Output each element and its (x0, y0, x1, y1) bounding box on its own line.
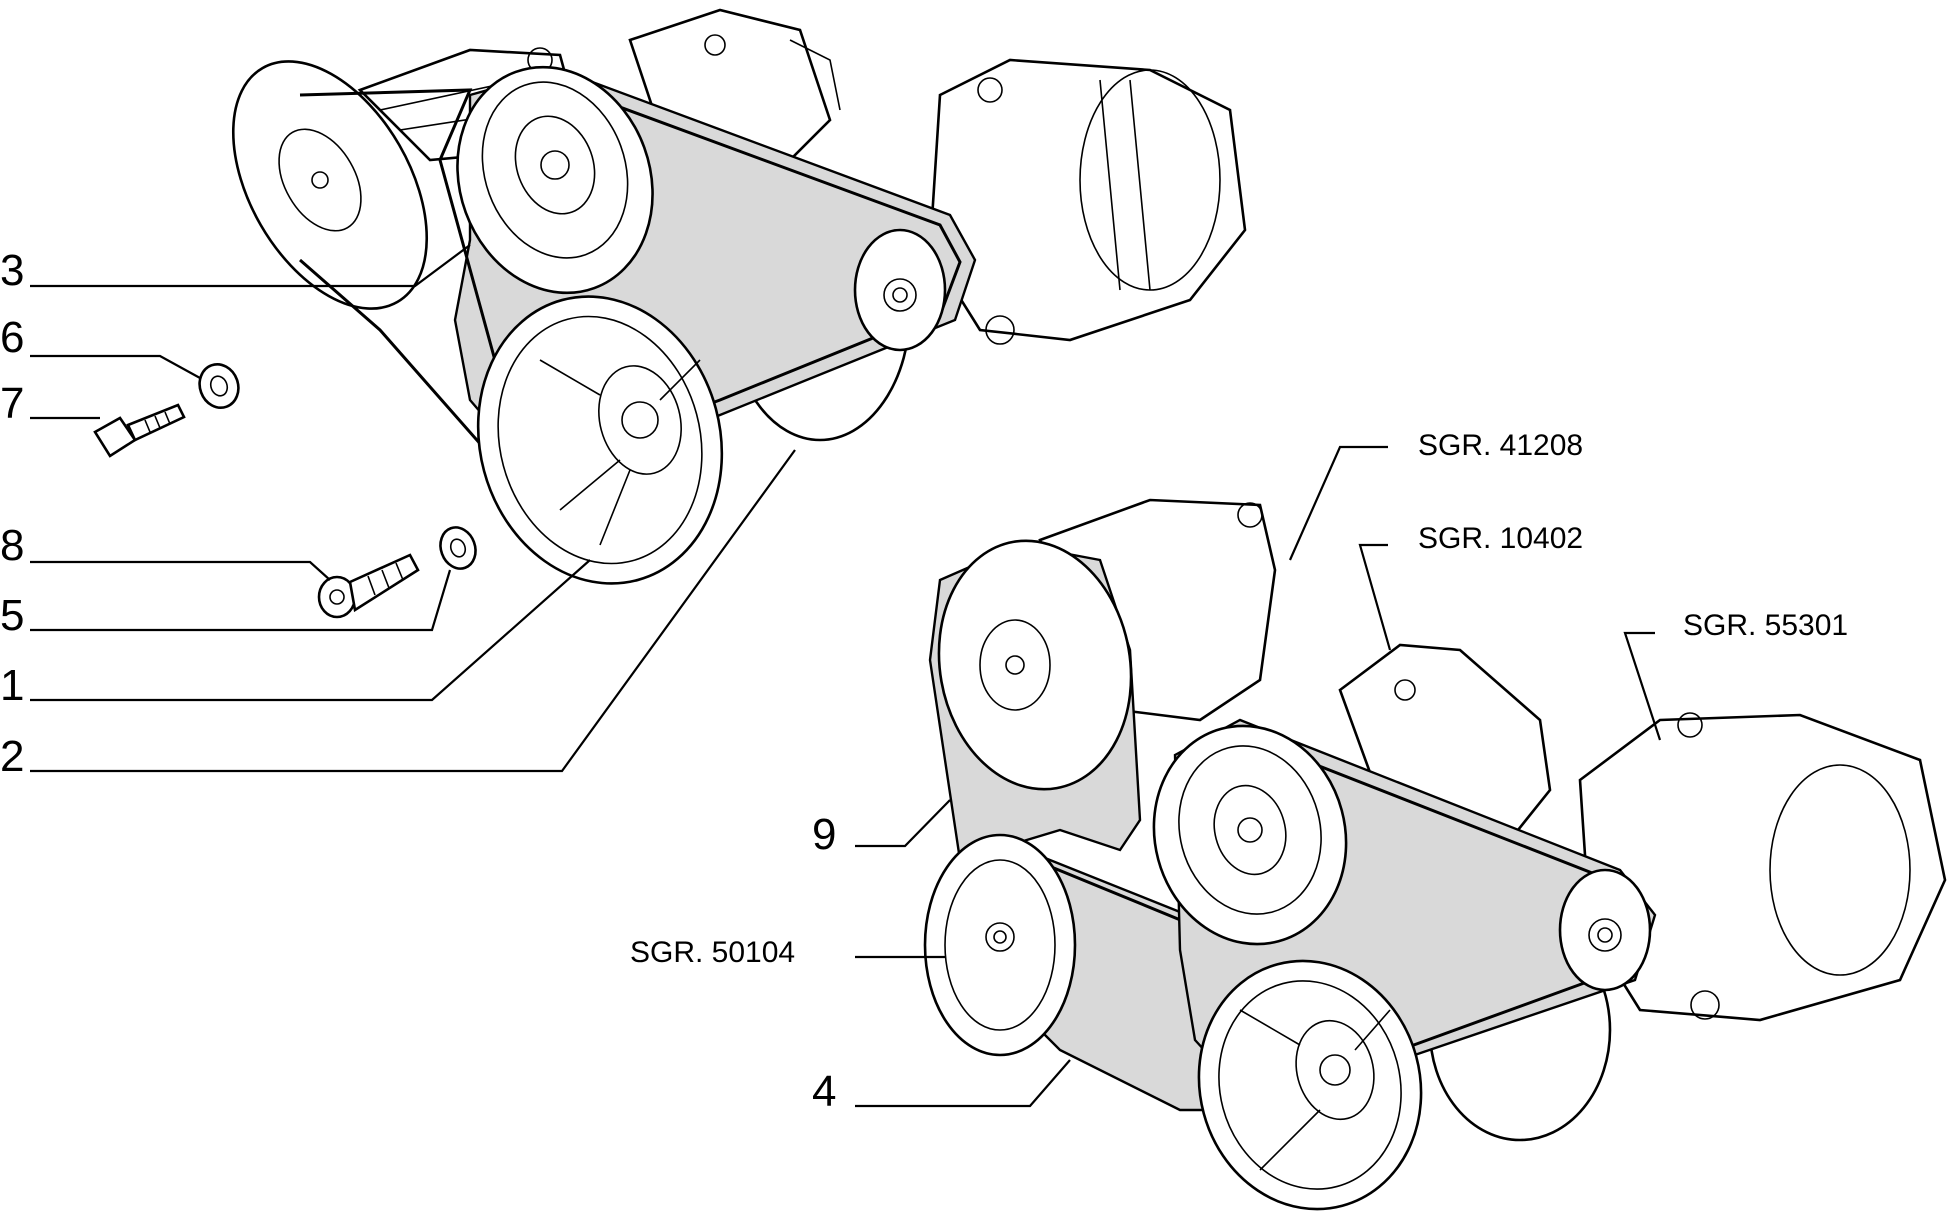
lower-idler-pulley (1558, 868, 1652, 992)
callout-numbers: 3 6 7 8 5 1 2 9 4 (0, 246, 836, 1116)
callout-6: 6 (0, 313, 24, 362)
callout-8: 8 (0, 521, 24, 570)
leader-lines (30, 244, 1662, 1108)
upper-idler-pulley (853, 228, 947, 352)
callout-2: 2 (0, 732, 24, 781)
upper-pump-pulley (456, 65, 654, 295)
bolt-8 (317, 553, 420, 619)
lower-water-pump-pulley (937, 539, 1133, 791)
ref-sgr-41208: SGR. 41208 (1418, 429, 1583, 462)
ref-sgr-55301: SGR. 55301 (1683, 609, 1848, 642)
lower-auxiliary-pulley (923, 833, 1077, 1057)
washer-6 (198, 363, 240, 409)
upper-assembly (231, 8, 1247, 585)
upper-alternator (928, 58, 1247, 345)
callout-1: 1 (0, 661, 24, 710)
leader-9 (855, 799, 951, 848)
callout-4: 4 (812, 1067, 836, 1116)
leader-sgr-41208 (1288, 445, 1388, 561)
upper-water-pump-pulley (231, 60, 429, 310)
leader-sgr-10402 (1358, 543, 1392, 651)
bolt-7 (93, 403, 186, 458)
callout-5: 5 (0, 591, 24, 640)
upper-crank-pulley (476, 295, 724, 585)
washer-5 (439, 526, 477, 570)
leader-1 (30, 559, 591, 702)
callout-3: 3 (0, 246, 24, 295)
leader-5 (30, 569, 452, 632)
lower-assembly (923, 498, 1947, 1211)
callout-9: 9 (812, 810, 836, 859)
ref-sgr-10402: SGR. 10402 (1418, 522, 1583, 555)
lower-crank-pulley (1197, 959, 1423, 1211)
leader-6 (30, 354, 201, 379)
lower-pump-pulley (1152, 724, 1348, 946)
ref-sgr-50104: SGR. 50104 (630, 936, 795, 969)
leader-3 (30, 244, 471, 288)
leader-sgr-55301 (1623, 631, 1662, 741)
leader-8 (30, 560, 331, 581)
reference-labels: SGR. 41208 SGR. 10402 SGR. 55301 SGR. 50… (630, 429, 1848, 969)
leader-4 (855, 1059, 1071, 1108)
leader-2 (30, 449, 796, 773)
callout-7: 7 (0, 379, 24, 428)
